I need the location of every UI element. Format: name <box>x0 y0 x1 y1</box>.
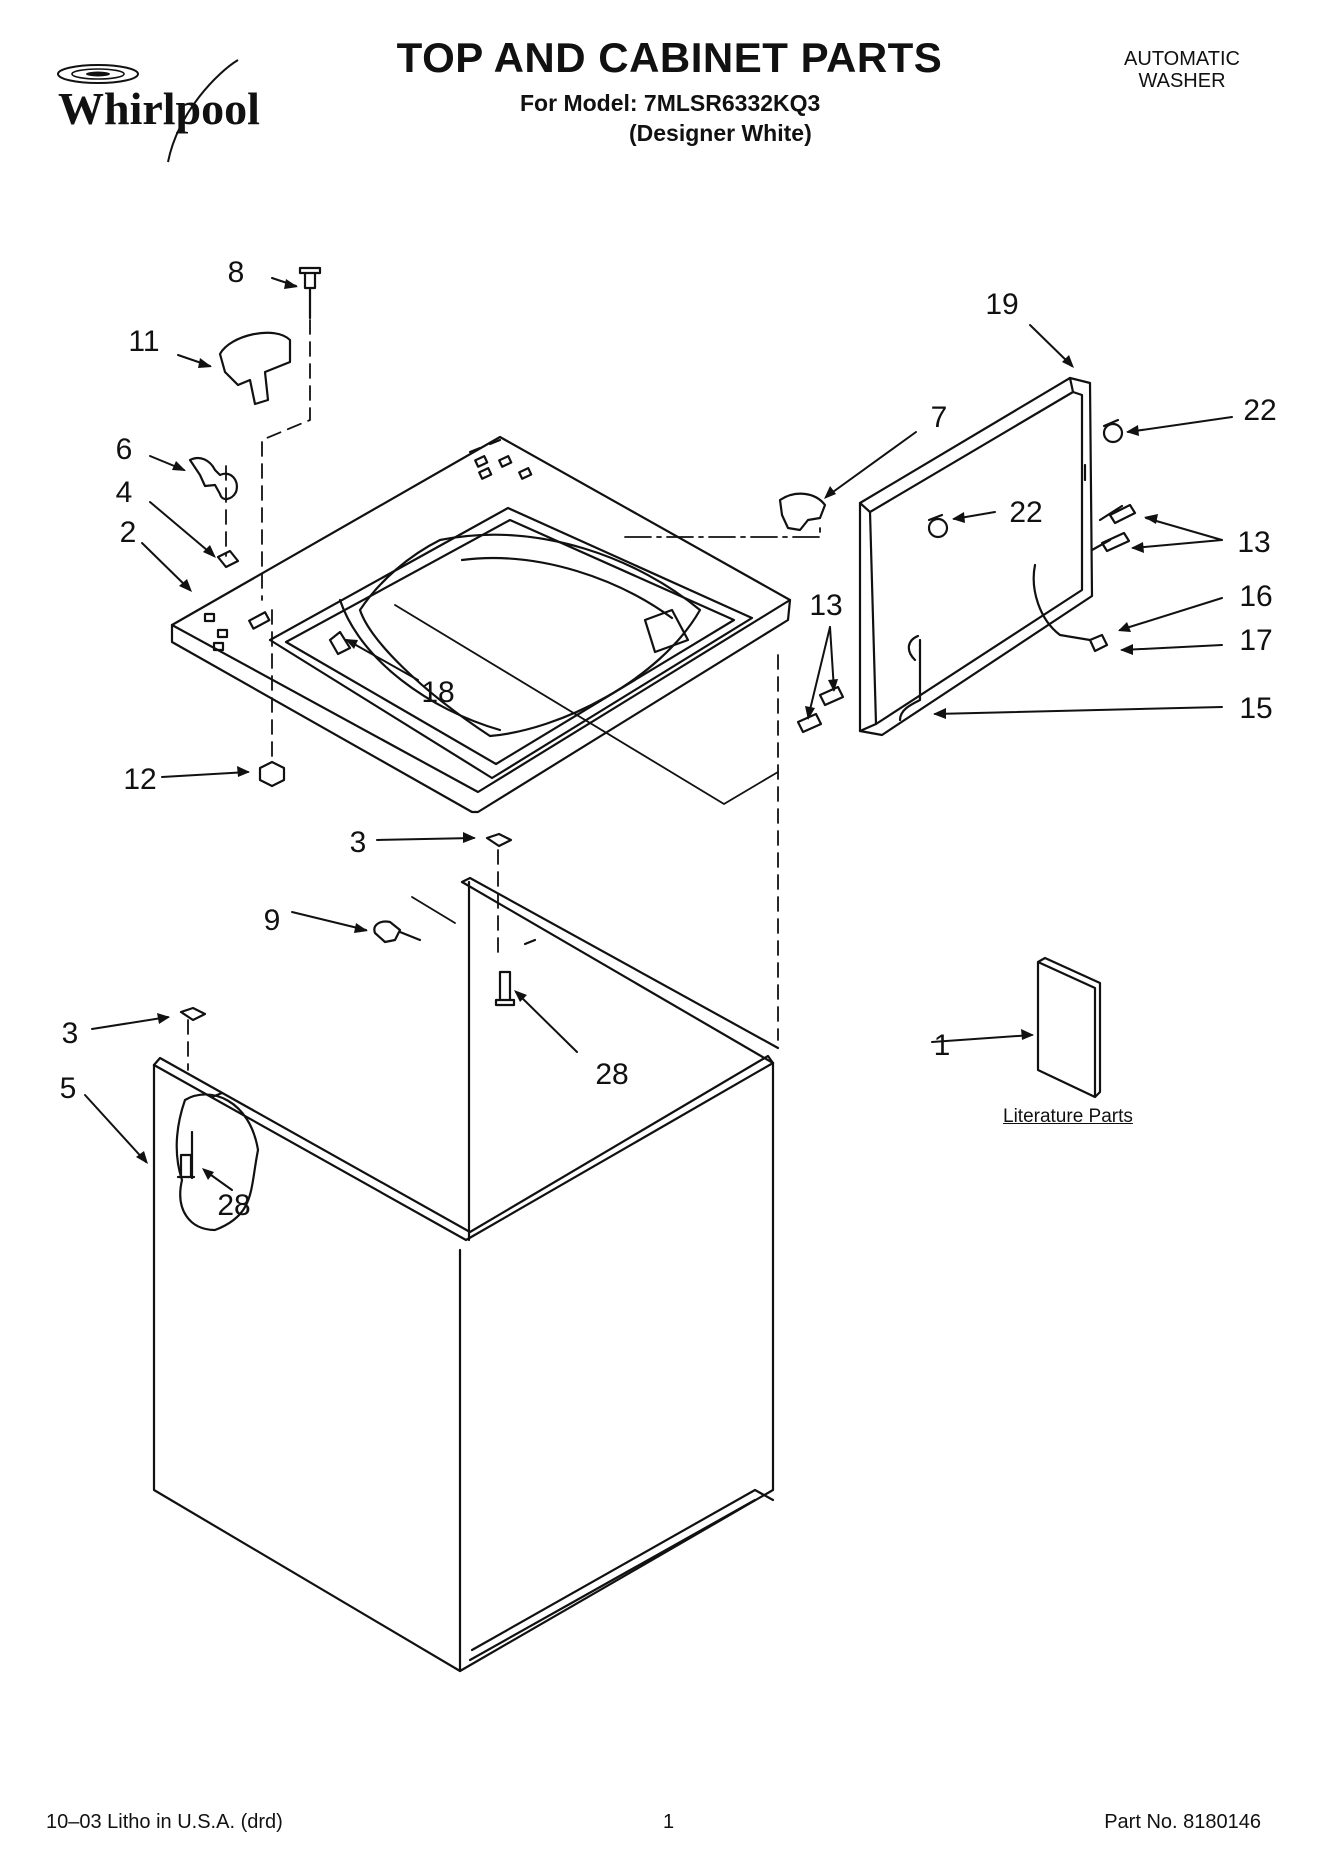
part-number: Part No. 8180146 <box>1104 1811 1261 1833</box>
callout-label: 18 <box>421 676 454 709</box>
alignment-lines <box>187 319 779 1071</box>
callout-label: 6 <box>116 433 133 466</box>
product-type-line: AUTOMATIC <box>1124 48 1240 70</box>
cabinet <box>152 876 780 1673</box>
print-info: 10–03 Litho in U.S.A. (drd) <box>46 1811 283 1833</box>
callout-label: 3 <box>62 1017 79 1050</box>
callout-label: 19 <box>985 288 1018 321</box>
callout-label: 16 <box>1239 580 1272 613</box>
callout-label: 4 <box>116 476 133 509</box>
callout-label: 13 <box>1237 526 1270 559</box>
callout-label: 3 <box>350 826 367 859</box>
callout-label: 13 <box>809 589 842 622</box>
model-finish: (Designer White) <box>629 120 812 146</box>
callout-label: 1 <box>934 1029 951 1062</box>
whirlpool-logo: Whirlpool <box>57 59 260 163</box>
callout-label: 15 <box>1239 692 1272 725</box>
callout-label: 9 <box>264 904 281 937</box>
callout-label: 22 <box>1009 496 1042 529</box>
callout-label: 28 <box>217 1189 250 1222</box>
model-number: For Model: 7MLSR6332KQ3 <box>520 90 821 116</box>
leader-lines <box>84 277 1233 1191</box>
page-title: TOP AND CABINET PARTS <box>396 34 943 81</box>
callout-label: 17 <box>1239 624 1272 657</box>
literature-parts-label: Literature Parts <box>1003 1106 1133 1127</box>
callout-label: 28 <box>595 1058 628 1091</box>
product-type: AUTOMATIC WASHER <box>1082 48 1282 92</box>
callout-label: 12 <box>123 763 156 796</box>
page-number: 1 <box>663 1811 675 1833</box>
callout-label: 22 <box>1243 394 1276 427</box>
callout-label: 2 <box>120 516 137 549</box>
arrow-heads <box>136 279 1158 1180</box>
product-type-line: WASHER <box>1138 70 1226 92</box>
callout-label: 11 <box>128 325 159 358</box>
callout-labels: 8 11 6 4 2 12 18 7 19 22 22 13 13 16 17 … <box>60 256 1277 1222</box>
console-back-panel <box>858 376 1094 737</box>
callout-label: 7 <box>931 401 948 434</box>
washer-top-frame <box>170 435 792 814</box>
callout-label: 5 <box>60 1072 77 1105</box>
small-parts <box>176 266 1137 1179</box>
callout-label: 8 <box>228 256 245 289</box>
svg-text:Whirlpool: Whirlpool <box>58 83 260 134</box>
